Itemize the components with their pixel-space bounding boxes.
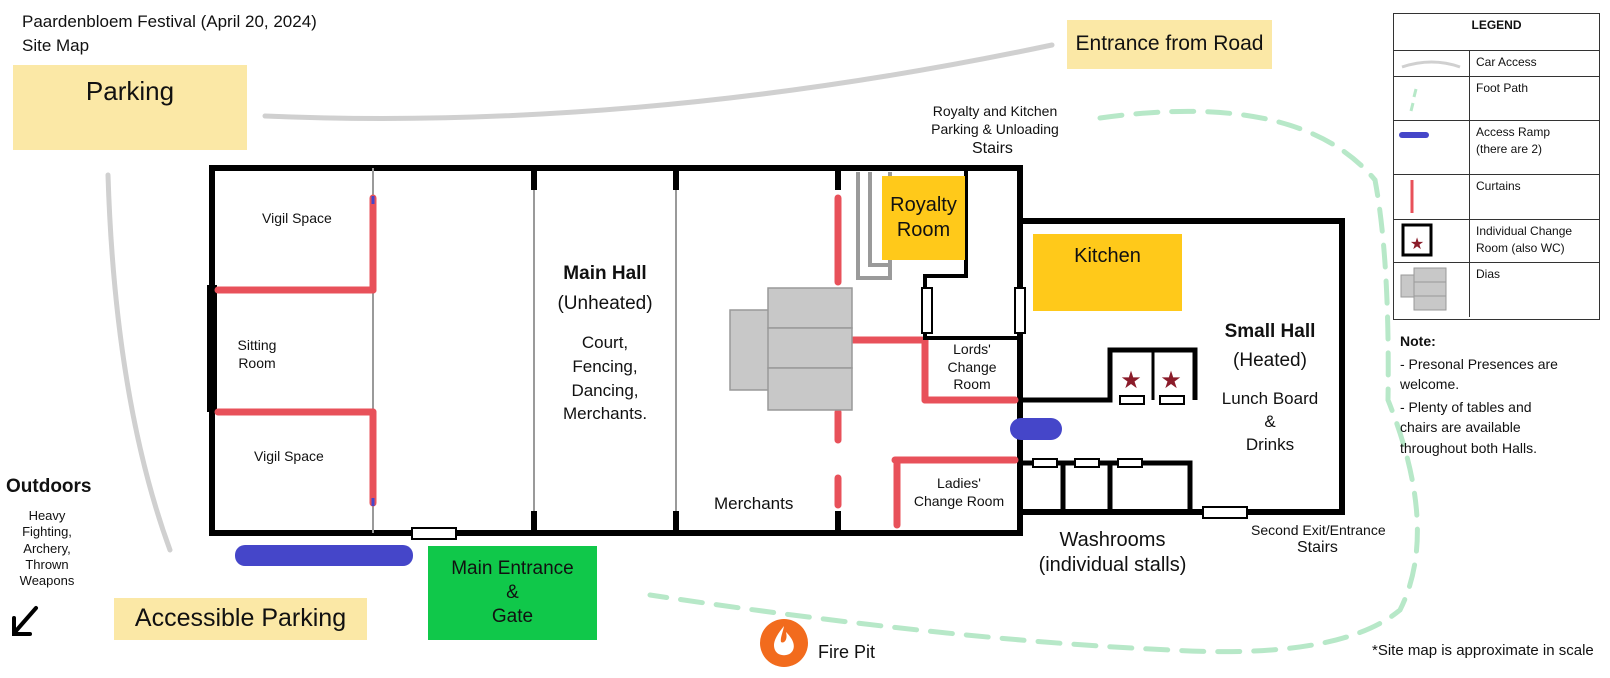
access-ramp-west [235,545,413,566]
map-title: Paardenbloem Festival (April 20, 2024) [22,12,317,31]
vigil-space-top: Vigil Space [262,210,332,226]
svg-text:★: ★ [1120,366,1142,394]
svg-text:★: ★ [1410,234,1424,253]
lords-change-room: Lords' Change Room [947,341,997,392]
main-entrance-gate: Main Entrance & Gate [428,546,597,640]
car-access-path-left [105,172,173,553]
stairs-bottom-label: Stairs [1297,539,1338,556]
sitting-room: Sitting Room [237,337,277,371]
door-second-exit [1202,506,1248,519]
legend-row-access-ramp: Access Ramp (there are 2) [1394,121,1599,175]
access-ramp-icon [1394,121,1470,174]
note-line-2: - Plenty of tables and chairs are availa… [1400,399,1537,456]
small-hall-activities: Lunch Board & Drinks [1221,389,1319,454]
second-exit-label: Second Exit/Entrance [1251,522,1386,538]
main-hall-activities: Court, Fencing, Dancing, Merchants. [562,333,648,424]
stairs-top-label: Stairs [972,140,1013,157]
svg-text:★: ★ [1160,366,1182,394]
royalty-kitchen-parking: Royalty and Kitchen Parking & Unloading [931,103,1059,137]
legend-row-foot-path: Foot Path [1394,77,1599,121]
legend-row-change-room: ★ Individual Change Room (also WC) [1394,220,1599,263]
foot-path-icon [1394,77,1470,120]
dias [729,287,853,411]
curtain-icon [1394,175,1470,219]
curtains [214,194,1019,529]
vigil-space-bottom: Vigil Space [254,448,324,464]
car-access-path-top [262,42,1055,121]
legend: LEGEND Car Access Foot Path Access Ramp … [1393,13,1600,320]
merchants-label: Merchants [714,494,794,513]
legend-title: LEGEND [1394,14,1599,51]
fire-pit-icon [760,619,808,667]
door-kitchen [1014,287,1026,334]
fire-pit-label: Fire Pit [818,642,876,662]
small-hall-title: Small Hall [1224,321,1316,342]
parking-area: Parking [13,65,247,150]
outdoors-arrow-icon [12,606,38,636]
washrooms-label: Washrooms (individual stalls) [1038,529,1187,576]
note-line-1: - Presonal Presences are welcome. [1400,356,1558,393]
access-ramp-east [1010,418,1062,440]
map-subtitle: Site Map [22,36,90,55]
door-main [411,527,457,540]
door-royalty [921,287,933,334]
scale-note: *Site map is approximate in scale [1372,642,1594,659]
legend-row-curtains: Curtains [1394,175,1599,220]
kitchen: Kitchen [1033,234,1182,311]
ladies-change-room: Ladies' Change Room [913,475,1005,509]
individual-change-rooms: ★ ★ [1120,366,1182,394]
royalty-room: Royalty Room [882,176,965,260]
car-access-icon [1394,51,1470,76]
accessible-parking: Accessible Parking [114,598,367,640]
legend-row-car-access: Car Access [1394,51,1599,77]
dias-icon [1394,263,1470,317]
note-title: Note: [1400,333,1436,349]
outdoors-activities: Heavy Fighting, Archery, Thrown Weapons [19,508,75,588]
entrance-from-road: Entrance from Road [1067,20,1272,69]
outdoors-title: Outdoors [6,476,92,497]
foot-path [647,108,1420,655]
legend-row-dias: Dias [1394,263,1599,317]
change-room-icon: ★ [1394,220,1470,262]
small-hall-subtitle: (Heated) [1233,350,1307,371]
main-hall-title: Main Hall [563,263,647,284]
main-hall-subtitle: (Unheated) [557,293,653,314]
